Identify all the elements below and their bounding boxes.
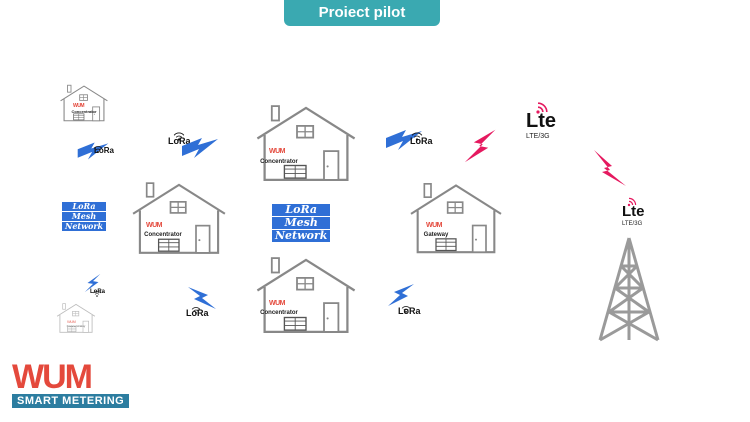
house-icon bbox=[252, 100, 360, 186]
lora-link-right-bottom: LoRa bbox=[386, 282, 421, 316]
wum-mini-logo: WUM bbox=[269, 148, 286, 155]
house-label: Concentrator bbox=[71, 109, 97, 114]
mesh-line: Mesh bbox=[62, 212, 107, 221]
lora-label: LoRa bbox=[94, 146, 114, 155]
lora-label: LoRa bbox=[410, 136, 433, 146]
brand-logo: WUM SMART METERING bbox=[12, 360, 130, 408]
lte-sub-label: LTE/3G bbox=[526, 133, 550, 140]
lte-lightning-icon bbox=[458, 128, 504, 164]
mesh-line: LoRa bbox=[62, 202, 107, 211]
mesh-line: Network bbox=[272, 230, 331, 242]
house-label: Concentrator bbox=[66, 324, 86, 328]
concentrator-house-top: WUM Concentrator bbox=[252, 100, 360, 186]
small-house-bottom: WUM Concentrator bbox=[55, 300, 97, 336]
lora-link-center-bottom: LoRa bbox=[186, 285, 218, 318]
house-label: Concentrator bbox=[260, 310, 298, 316]
lora-link-right-top: LoRa bbox=[384, 128, 433, 157]
house-icon bbox=[58, 78, 110, 128]
brand-tagline: SMART METERING bbox=[12, 394, 130, 408]
lora-link-left-top: LoRa bbox=[76, 140, 114, 167]
house-label: Concentrator bbox=[260, 159, 298, 165]
lte-logo: Lte bbox=[622, 203, 645, 220]
mesh-line: LoRa bbox=[272, 204, 331, 216]
cell-tower-icon bbox=[598, 237, 660, 342]
wum-mini-logo: WUM bbox=[67, 319, 76, 324]
lora-label: LoRa bbox=[186, 308, 209, 318]
lte-lightning-icon bbox=[594, 150, 626, 186]
wum-mini-logo: WUM bbox=[73, 103, 85, 109]
lora-label: LoRa bbox=[398, 306, 421, 316]
lora-link-left-bottom: LoRa bbox=[82, 272, 105, 299]
concentrator-house-bottom: WUM Concentrator bbox=[252, 252, 360, 338]
wum-mini-logo: WUM bbox=[146, 222, 163, 229]
small-concentrator-house-top: WUM Concentrator bbox=[58, 78, 110, 128]
house-icon bbox=[128, 178, 230, 258]
concentrator-house-left: WUM Concentrator bbox=[128, 178, 230, 258]
wum-mini-logo: WUM bbox=[269, 300, 286, 307]
house-label: Gateway bbox=[423, 232, 449, 238]
brand-logo-letters: WUM bbox=[12, 358, 93, 396]
house-icon bbox=[406, 178, 506, 258]
mesh-line: Mesh bbox=[272, 217, 331, 229]
lightning-icon bbox=[388, 284, 414, 306]
lora-label: LoRa bbox=[168, 136, 191, 146]
house-icon bbox=[252, 252, 360, 338]
lightning-icon bbox=[84, 273, 101, 293]
mesh-line: Network bbox=[62, 222, 107, 231]
lte-logo: Lte bbox=[526, 110, 556, 132]
wum-mini-logo: WUM bbox=[426, 222, 443, 229]
brand-logo-text: WUM bbox=[12, 360, 129, 394]
house-label: Concentrator bbox=[144, 232, 182, 238]
lte-sub-label: LTE/3G bbox=[622, 221, 643, 227]
lightning-icon bbox=[180, 136, 220, 160]
lightning-icon bbox=[188, 287, 216, 309]
lora-mesh-network-small: LoRa Mesh Network bbox=[62, 201, 107, 232]
gateway-house: WUM Gateway bbox=[406, 178, 506, 258]
lora-label: LoRa bbox=[90, 289, 105, 295]
lora-mesh-network: LoRa Mesh Network bbox=[272, 203, 331, 243]
page-title: Proiect pilot bbox=[284, 0, 440, 26]
house-icon bbox=[55, 300, 97, 336]
